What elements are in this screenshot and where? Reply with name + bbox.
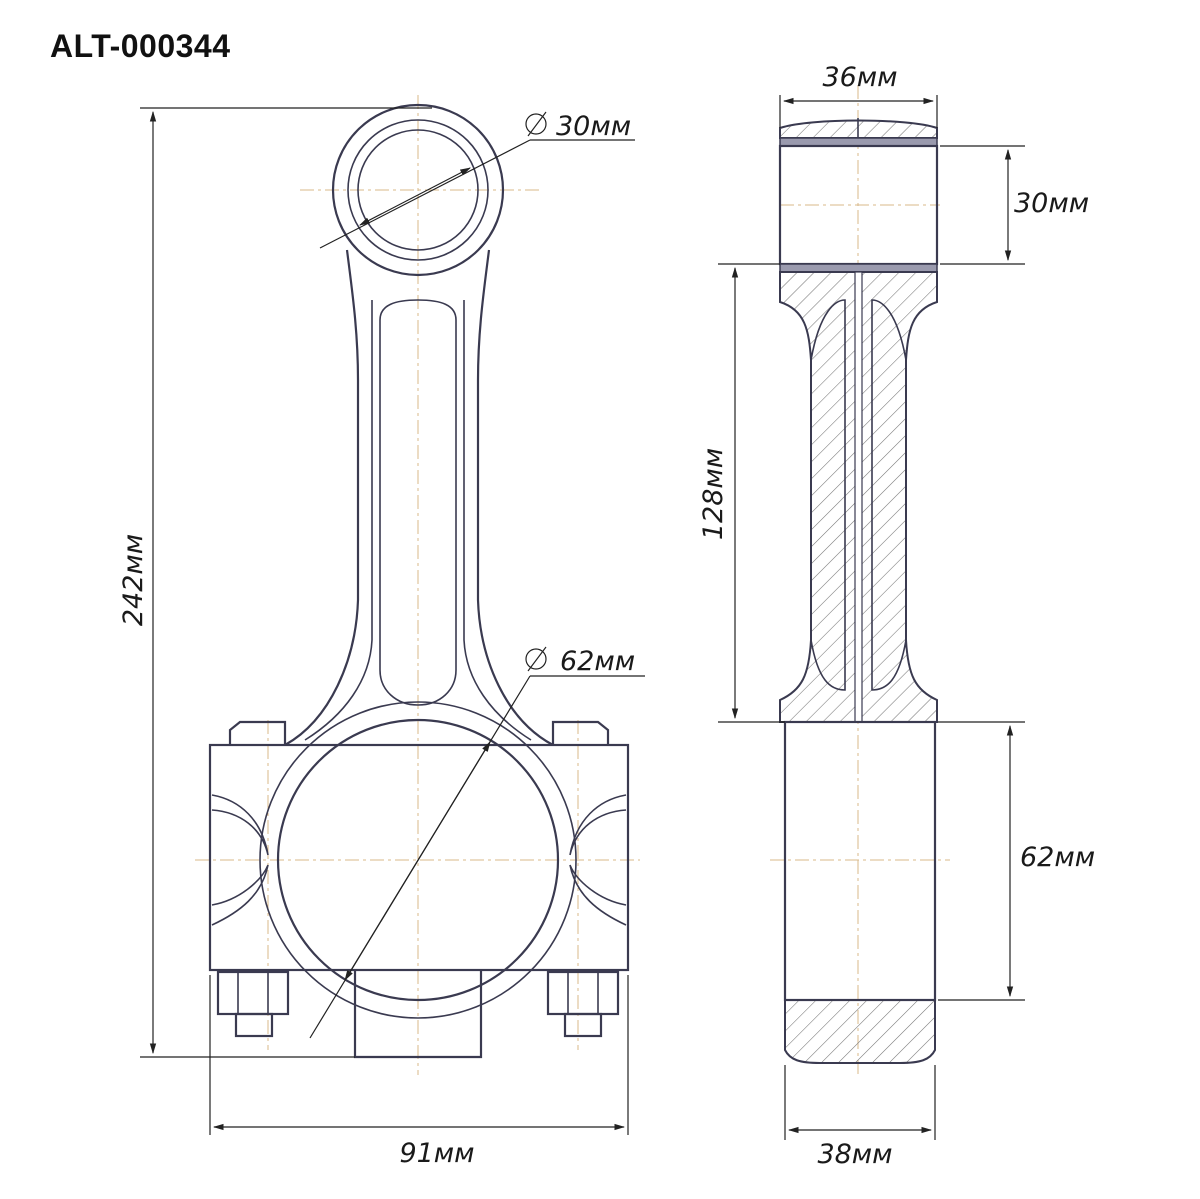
dim-overall-length: 242мм (118, 534, 149, 626)
dim-small-end-width: 36мм (822, 62, 897, 93)
drawing-title: ALT-000344 (50, 28, 231, 64)
dim-big-end-diameter: 62мм (560, 646, 635, 677)
side-view (718, 85, 1025, 1140)
dim-big-end-width: 38мм (817, 1139, 892, 1170)
dim-small-end-diameter: 30мм (556, 111, 631, 142)
dim-big-end-height: 62мм (1020, 842, 1095, 873)
front-view (140, 95, 645, 1135)
dim-center-length: 128мм (698, 448, 729, 540)
dim-small-end-height: 30мм (1014, 188, 1089, 219)
dim-front-width: 91мм (399, 1138, 474, 1169)
